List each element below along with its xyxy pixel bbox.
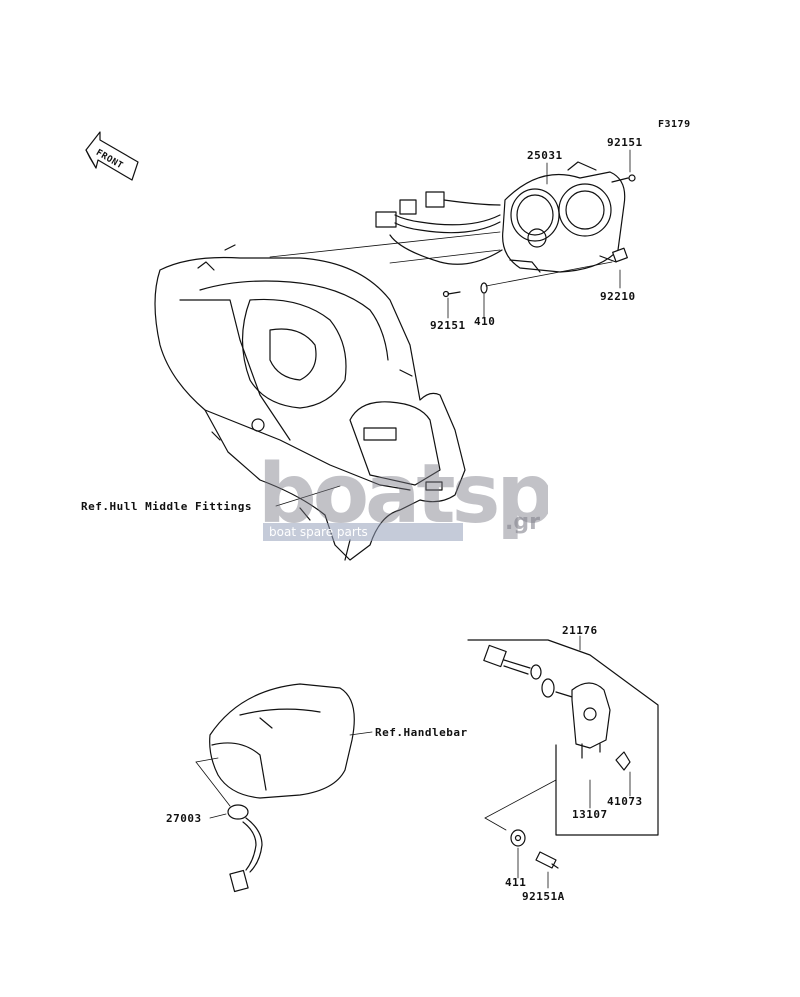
leader-lines-top <box>269 149 631 507</box>
callout-410: 410 <box>474 315 496 328</box>
screw-92151A <box>535 851 559 869</box>
screw-92151-left <box>442 290 461 298</box>
callout-27003: 27003 <box>166 812 202 825</box>
watermark-tagline: boat spare parts <box>263 523 463 541</box>
washer-411 <box>510 829 526 847</box>
front-arrow-icon <box>85 131 139 181</box>
handlebar-grip <box>209 683 355 799</box>
callout-13107: 13107 <box>572 808 608 821</box>
callout-92151-top: 92151 <box>607 136 643 149</box>
hull-cowl <box>154 244 466 561</box>
callout-92210: 92210 <box>600 290 636 303</box>
gauge-cluster <box>502 161 626 273</box>
ref-hull-middle-fittings: Ref.Hull Middle Fittings <box>81 500 252 513</box>
callout-21176: 21176 <box>562 624 598 637</box>
callout-25031: 25031 <box>527 149 563 162</box>
watermark-tld: .gr <box>505 510 540 535</box>
wire-harness <box>375 191 503 265</box>
figure-code: F3179 <box>658 119 691 130</box>
washer-410 <box>480 282 488 294</box>
ref-handlebar: Ref.Handlebar <box>375 726 468 739</box>
callout-92151A: 92151A <box>522 890 565 903</box>
callout-41073: 41073 <box>607 795 643 808</box>
callout-411: 411 <box>505 876 527 889</box>
screw-92151-top <box>611 174 636 183</box>
cable-27003 <box>227 804 263 893</box>
callout-92151-left: 92151 <box>430 319 466 332</box>
switch-assembly-21176 <box>467 639 659 836</box>
clip-92210 <box>612 247 628 263</box>
leader-lines-bottom <box>195 635 631 889</box>
